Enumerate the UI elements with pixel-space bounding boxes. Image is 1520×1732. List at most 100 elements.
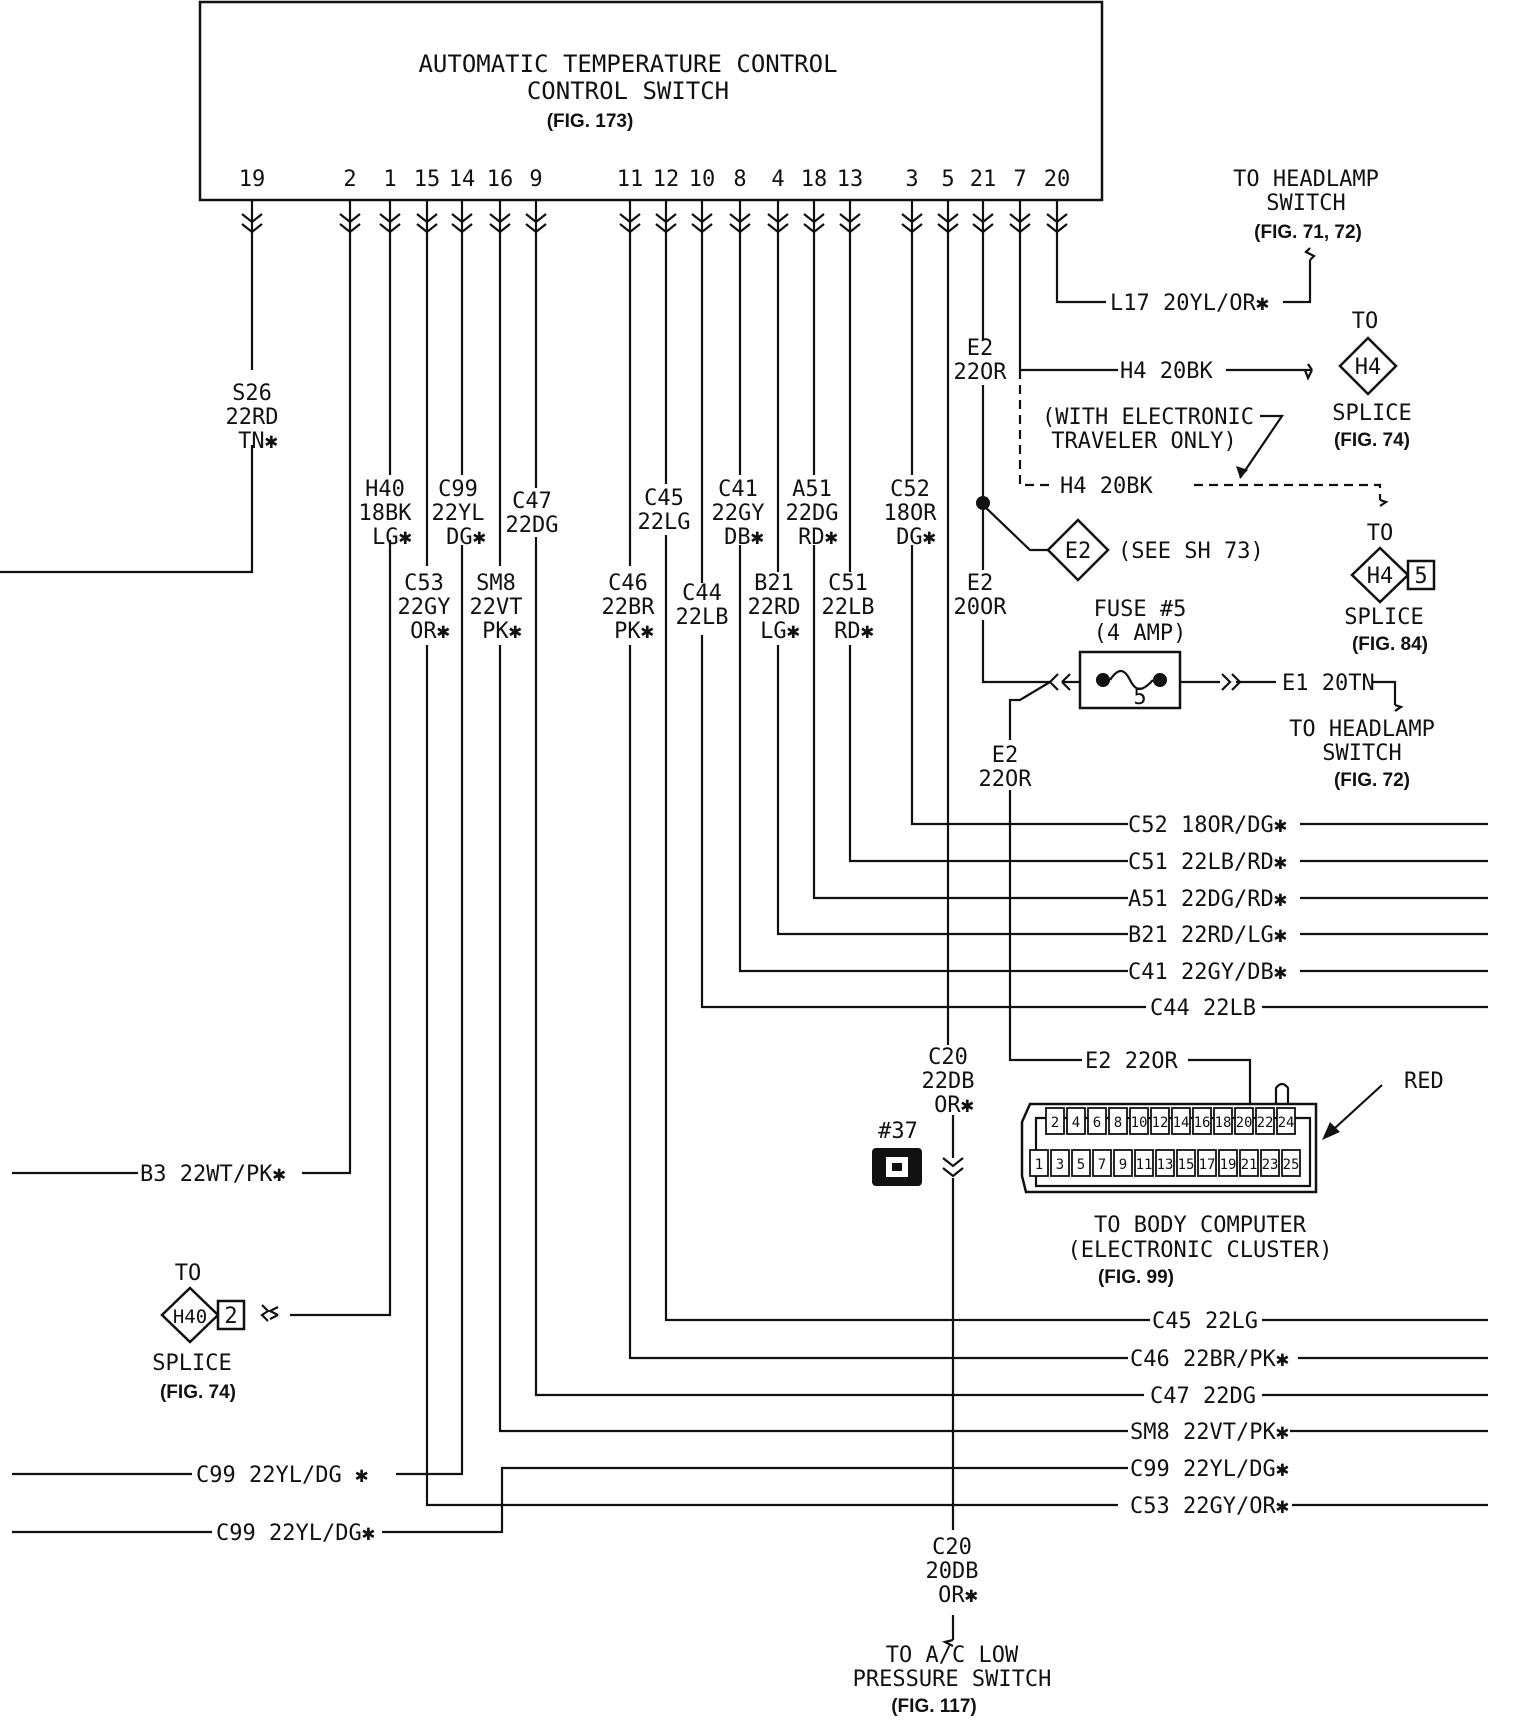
wire-h4-dashed: H4 20BK: [1060, 474, 1153, 499]
chevron-pin-15: [416, 200, 438, 236]
h4b-splice-id: H4: [1367, 564, 1394, 589]
svg-text:B21: B21: [754, 571, 794, 596]
wire-e1: E1 20TN: [1282, 671, 1375, 696]
chevron-pin-12: [655, 200, 677, 236]
svg-text:TN✱: TN✱: [238, 429, 278, 454]
connector-pin-2: 2: [1051, 1115, 1059, 1131]
red-label: RED: [1404, 1069, 1444, 1094]
e2-reference: E2 (SEE SH 73): [1046, 518, 1264, 582]
wire-c52: C52 18OR/DG✱: [1128, 813, 1287, 838]
chevron-pin-11: [619, 200, 641, 236]
connector-cell-14: [1171, 1107, 1191, 1135]
pin-5: 5: [941, 167, 954, 192]
svg-text:PK✱: PK✱: [482, 619, 522, 644]
fuse-rating: (4 AMP): [1094, 621, 1187, 646]
svg-text:C20: C20: [932, 1535, 972, 1560]
svg-text:LG✱: LG✱: [760, 619, 800, 644]
svg-text:DG✱: DG✱: [896, 525, 936, 550]
headlamp-ref2-line2: SWITCH: [1322, 741, 1401, 766]
svg-text:DG✱: DG✱: [446, 525, 486, 550]
svg-text:18OR: 18OR: [884, 501, 938, 526]
wire-l17: L17 20YL/OR✱: [1110, 291, 1269, 316]
h4b-splice-fig: (FIG. 84): [1352, 634, 1428, 655]
svg-text:22OR: 22OR: [954, 360, 1008, 385]
connector-pin-14: 14: [1173, 1115, 1190, 1131]
connector-pin-12: 12: [1152, 1115, 1169, 1131]
ac-ref-line2: PRESSURE SWITCH: [853, 1667, 1052, 1692]
connector-cell-9: [1113, 1149, 1133, 1177]
module-fig-ref: (FIG. 173): [547, 111, 634, 132]
traveler-line2: TRAVELER ONLY): [1051, 429, 1236, 454]
svg-text:C47: C47: [512, 489, 552, 514]
svg-text:22BR: 22BR: [602, 595, 656, 620]
svg-text:SM8: SM8: [476, 571, 516, 596]
wire-c44: C44 22LB: [1150, 996, 1256, 1021]
pin-20: 20: [1044, 167, 1071, 192]
svg-text:C46: C46: [608, 571, 648, 596]
svg-text:22GY: 22GY: [398, 595, 451, 620]
pin-15: 15: [414, 167, 441, 192]
svg-text:22YL: 22YL: [432, 501, 485, 526]
pin-13: 13: [837, 167, 864, 192]
svg-text:DB✱: DB✱: [724, 525, 764, 550]
body-computer-fig: (FIG. 99): [1098, 1267, 1174, 1288]
wire-c99-left-b: C99 22YL/DG✱: [216, 1521, 375, 1546]
connector-pin-5: 5: [1077, 1157, 1085, 1173]
right-wire-labels: L17 20YL/OR✱ H4 20BK H4 20BK E1 20TN C52…: [1060, 291, 1375, 1519]
h4-splice-fig: (FIG. 74): [1334, 430, 1410, 451]
connector-cell-2: [1045, 1107, 1065, 1135]
pin-4: 4: [771, 167, 784, 192]
atc-control-switch-module: AUTOMATIC TEMPERATURE CONTROL CONTROL SW…: [198, 0, 1104, 202]
svg-text:C20: C20: [928, 1045, 968, 1070]
pin-14: 14: [449, 167, 476, 192]
e2-see-sheet: (SEE SH 73): [1118, 539, 1264, 564]
h4-to-label: TO: [1352, 309, 1379, 334]
svg-text:22DG: 22DG: [506, 513, 559, 538]
ac-pressure-switch-ref: TO A/C LOW PRESSURE SWITCH (FIG. 117): [853, 1643, 1052, 1717]
svg-text:C44: C44: [682, 581, 722, 606]
e2-ref-id: E2: [1065, 539, 1092, 564]
wires: [0, 236, 1488, 1640]
fuse-label: FUSE #5: [1094, 597, 1187, 622]
svg-text:22RD: 22RD: [226, 405, 279, 430]
svg-text:C99: C99: [438, 477, 478, 502]
h4b-splice-num: 5: [1414, 564, 1427, 589]
connector-pin-24: 24: [1278, 1115, 1295, 1131]
connector-pin-10: 10: [1131, 1115, 1148, 1131]
connector-cell-20: [1234, 1107, 1254, 1135]
svg-text:OR✱: OR✱: [938, 1583, 978, 1608]
svg-text:E2: E2: [992, 743, 1019, 768]
connector-pin-18: 18: [1215, 1115, 1232, 1131]
connector-pin-6: 6: [1093, 1115, 1101, 1131]
connector-pin-16: 16: [1194, 1115, 1211, 1131]
svg-text:RD✱: RD✱: [834, 619, 874, 644]
body-computer-label-2: (ELECTRONIC CLUSTER): [1068, 1238, 1333, 1263]
pin-8: 8: [733, 167, 746, 192]
wire-c45: C45 22LG: [1152, 1309, 1258, 1334]
connector-cell-16: [1192, 1107, 1212, 1135]
svg-text:E2: E2: [967, 571, 994, 596]
svg-text:22VT: 22VT: [470, 595, 523, 620]
connector-pin-15: 15: [1178, 1157, 1195, 1173]
chevron-pin-5: [937, 200, 959, 236]
wire-c51: C51 22LB/RD✱: [1128, 850, 1287, 875]
chevron-pin-19: [241, 200, 263, 236]
ground-37: #37: [872, 1119, 922, 1186]
electronic-traveler-note: (WITH ELECTRONIC TRAVELER ONLY): [1042, 405, 1254, 454]
connector-cell-8: [1108, 1107, 1128, 1135]
svg-text:C52: C52: [890, 477, 930, 502]
chevron-pin-18: [803, 200, 825, 236]
connector-cell-10: [1129, 1107, 1149, 1135]
svg-text:18BK: 18BK: [359, 501, 413, 526]
connector-pin-13: 13: [1157, 1157, 1174, 1173]
svg-text:H40: H40: [365, 477, 405, 502]
